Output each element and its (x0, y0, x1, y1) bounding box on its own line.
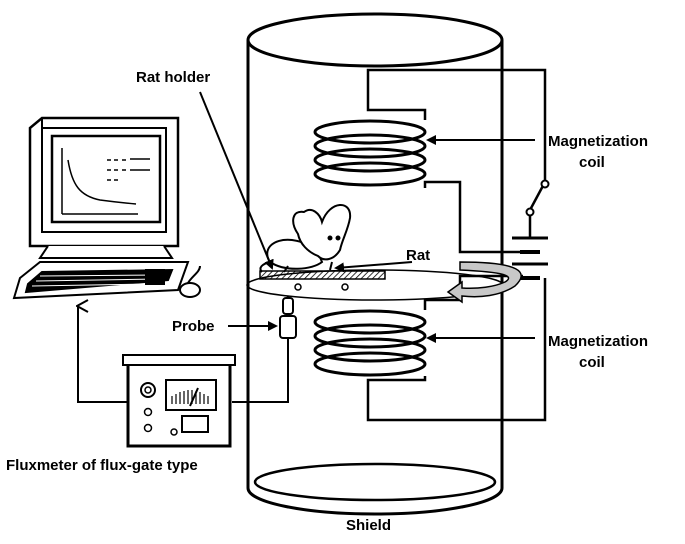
rat (259, 204, 352, 273)
shield-cylinder (246, 12, 504, 516)
switch (525, 179, 550, 217)
signal-cable (78, 306, 128, 403)
label-magnetization-coil-top-1: Magnetization (548, 133, 648, 150)
computer-keyboard (12, 261, 190, 300)
label-shield: Shield (346, 517, 391, 534)
probe (279, 296, 297, 339)
label-magnetization-coil-bottom-2: coil (579, 354, 605, 371)
rotation-arrow (446, 261, 522, 304)
battery (512, 236, 548, 280)
label-probe: Probe (172, 318, 215, 335)
label-magnetization-coil-bottom-1: Magnetization (548, 333, 648, 350)
label-magnetization-coil-top-2: coil (579, 154, 605, 171)
fluxmeter (122, 354, 236, 448)
computer-monitor (28, 116, 180, 259)
probe-cable (232, 338, 289, 403)
leader-arrows (199, 91, 535, 343)
magnetization-coil-top (313, 119, 427, 187)
holder-screws (294, 283, 349, 291)
label-rat-holder: Rat holder (136, 69, 210, 86)
label-rat: Rat (406, 247, 430, 264)
monitor-plot (61, 148, 150, 215)
magnetization-coil-bottom (313, 309, 427, 377)
computer-mouse (179, 265, 201, 298)
rat-holder (259, 270, 386, 280)
label-fluxmeter: Fluxmeter of flux-gate type (6, 457, 198, 474)
